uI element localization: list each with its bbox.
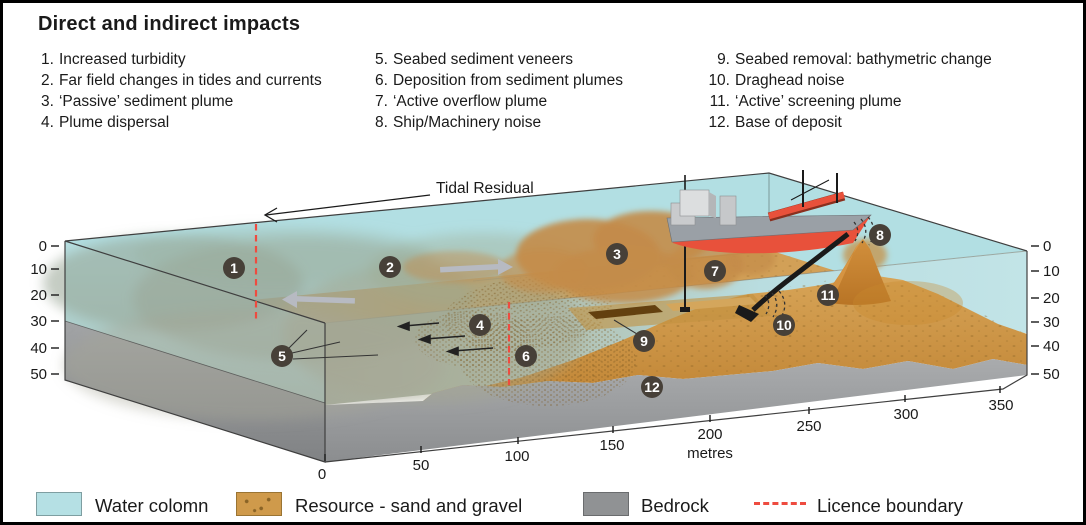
svg-text:30: 30 — [30, 313, 47, 330]
legend-label-water: Water colomn — [95, 495, 209, 516]
marker-10: 10 — [773, 314, 795, 336]
screening-deposit-mound — [821, 239, 963, 325]
marker-4: 4 — [469, 314, 491, 336]
list-item: 7.‘Active overflow plume — [375, 93, 548, 110]
svg-text:300: 300 — [893, 406, 918, 423]
legend-label-bedrock: Bedrock — [641, 495, 709, 516]
list-item: 1.Increased turbidity — [41, 51, 186, 68]
marker-7: 7 — [704, 260, 726, 282]
list-item: 5.Seabed sediment veneers — [375, 51, 574, 68]
current-arrow-right — [439, 259, 513, 275]
ship-stay-line — [790, 179, 830, 201]
legend-swatch-water — [36, 492, 82, 516]
marker-8: 8 — [869, 224, 891, 246]
legend-swatch-bedrock — [583, 492, 629, 516]
marker-3: 3 — [606, 243, 628, 265]
svg-text:20: 20 — [1043, 290, 1060, 307]
list-item: 11.‘Active’ screening plume — [709, 93, 902, 110]
list-item: 4.Plume dispersal — [41, 114, 170, 131]
dredge-pipe — [751, 232, 850, 312]
svg-text:40: 40 — [30, 340, 47, 357]
tidal-residual-label: Tidal Residual — [436, 180, 534, 197]
impact-list-column-3: 9.Seabed removal: bathymetric change 10.… — [703, 49, 992, 133]
block-edges — [64, 172, 1028, 463]
svg-text:10: 10 — [1043, 263, 1060, 280]
svg-text:250: 250 — [796, 418, 821, 435]
svg-text:150: 150 — [599, 437, 624, 454]
tidal-residual-arrow — [263, 194, 431, 223]
list-item: 10.Draghead noise — [708, 72, 845, 89]
legend-label-licence: Licence boundary — [817, 495, 964, 516]
legend-label-resource: Resource - sand and gravel — [295, 495, 523, 516]
list-item: 8.Ship/Machinery noise — [375, 114, 542, 131]
svg-text:10: 10 — [30, 261, 47, 278]
svg-text:350: 350 — [988, 397, 1013, 414]
marker-5: 5 — [271, 345, 293, 367]
licence-boundary-lines — [254, 224, 511, 385]
depth-scale-right: 0 10 20 30 40 50 — [1031, 238, 1060, 383]
marker-2: 2 — [379, 256, 401, 278]
legend-licence-dash — [754, 502, 806, 505]
impact-list-column-1: 1.Increased turbidity 2.Far field change… — [41, 49, 322, 133]
list-item: 9.Seabed removal: bathymetric change — [717, 51, 992, 68]
svg-text:200: 200 — [697, 426, 722, 443]
noise-marks-draghead — [764, 290, 786, 320]
block-diagram: Tidal Residual — [30, 170, 1060, 483]
marker-12: 12 — [641, 376, 663, 398]
depth-scale-left: 0 10 20 30 40 50 — [30, 238, 59, 383]
svg-text:40: 40 — [1043, 338, 1060, 355]
ship-hull-gray — [666, 214, 872, 243]
draghead — [735, 305, 759, 322]
marker-1: 1 — [223, 257, 245, 279]
ship-superstructure — [670, 189, 737, 226]
svg-text:0: 0 — [318, 466, 326, 483]
dredger-ship — [666, 170, 872, 322]
dispersal-arrows — [396, 321, 494, 357]
distance-unit-label: metres — [687, 445, 733, 462]
svg-text:50: 50 — [30, 366, 47, 383]
list-item: 3.‘Passive’ sediment plume — [41, 93, 234, 110]
svg-text:0: 0 — [39, 238, 47, 255]
marker-9: 9 — [633, 330, 655, 352]
current-arrow-left — [282, 291, 355, 308]
marker-pointer-lines — [288, 319, 638, 360]
marker-6: 6 — [515, 345, 537, 367]
svg-text:0: 0 — [1043, 238, 1051, 255]
svg-text:20: 20 — [30, 287, 47, 304]
current-arrows — [282, 259, 513, 308]
list-item: 6.Deposition from sediment plumes — [375, 72, 623, 89]
distance-scale: 0 50 100 150 200 metres 250 300 350 — [318, 386, 1014, 483]
svg-text:30: 30 — [1043, 314, 1060, 331]
marker-11: 11 — [817, 284, 839, 306]
svg-text:50: 50 — [413, 457, 430, 474]
front-face-bedrock — [325, 359, 1027, 462]
list-item: 12.Base of deposit — [708, 114, 842, 131]
impact-list-column-2: 5.Seabed sediment veneers 6.Deposition f… — [375, 49, 623, 133]
legend-swatch-resource — [236, 492, 282, 516]
svg-text:50: 50 — [1043, 366, 1060, 383]
dredge-furrow-dark — [588, 305, 663, 319]
page-title: Direct and indirect impacts — [38, 13, 301, 35]
svg-text:100: 100 — [504, 448, 529, 465]
list-item: 2.Far field changes in tides and current… — [41, 72, 322, 89]
